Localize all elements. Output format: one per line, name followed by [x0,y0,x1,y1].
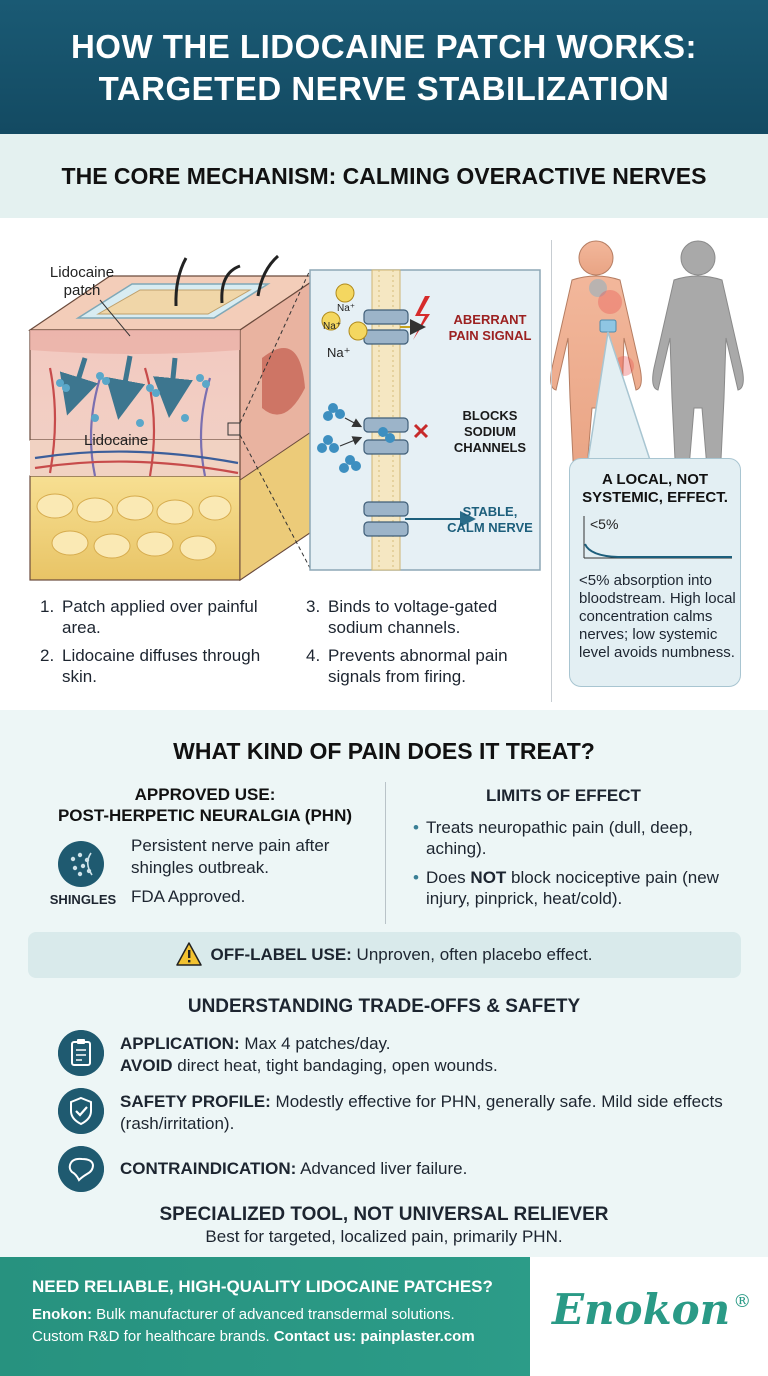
aberrant-signal-label: ABERRANT PAIN SIGNAL [448,312,532,343]
steps-right: 3. Binds to voltage-gated sodium channel… [306,596,546,694]
mechanism-title-band: THE CORE MECHANISM: CALMING OVERACTIVE N… [0,134,768,218]
sodium-ion-label: Na⁺ [323,321,342,332]
logo-area: Enokon® [530,1257,768,1376]
limits-title: LIMITS OF EFFECT [486,786,641,805]
mechanism-title: THE CORE MECHANISM: CALMING OVERACTIVE N… [61,163,707,189]
step-item: 4. Prevents abnormal pain signals from f… [306,646,508,686]
specialized-tool-subtitle: Best for targeted, localized pain, prima… [205,1227,563,1246]
shingles-icon [58,841,104,887]
body-figures [550,240,744,481]
sodium-ion-label: Na⁺ [327,345,351,360]
page-title: HOW THE LIDOCAINE PATCH WORKS: TARGETED … [70,28,698,107]
step-item: 3. Binds to voltage-gated sodium channel… [306,597,498,637]
pain-divider [385,782,386,924]
liver-icon [58,1146,104,1192]
step-item: 1. Patch applied over painful area. [40,597,258,637]
off-label-banner: OFF-LABEL USE: Unproven, often placebo e… [28,932,741,978]
pain-section: WHAT KIND OF PAIN DOES IT TREAT? APPROVE… [0,710,768,1257]
shingles-label: SHINGLES [49,892,117,907]
local-effect-title: A LOCAL, NOT SYSTEMIC, EFFECT. [582,471,728,506]
footer-text: Enokon: Bulk manufacturer of advanced tr… [32,1306,475,1345]
footer-title: NEED RELIABLE, HIGH-QUALITY LIDOCAINE PA… [32,1277,493,1296]
mechanism-illustration [28,240,744,582]
mechanism-divider [551,240,552,702]
approved-use-description: Persistent nerve pain after shingles out… [131,836,330,877]
tradeoffs-title: UNDERSTANDING TRADE-OFFS & SAFETY [187,996,581,1017]
local-effect-callout: A LOCAL, NOT SYSTEMIC, EFFECT. <5% <5% a… [569,458,741,687]
footer-banner: NEED RELIABLE, HIGH-QUALITY LIDOCAINE PA… [0,1257,768,1376]
shield-check-icon [58,1088,104,1134]
nerve-zoom-panel [309,269,541,571]
skin-block [28,254,322,582]
absorption-curve-icon [583,516,732,559]
stable-nerve-label: STABLE, CALM NERVE [447,504,533,535]
limits-list: • Treats neuropathic pain (dull, deep, a… [413,817,743,917]
blocks-channels-label: BLOCKS SODIUM CHANNELS [453,408,527,455]
clipboard-icon [58,1030,104,1076]
page-header: HOW THE LIDOCAINE PATCH WORKS: TARGETED … [0,0,768,134]
patch-label: Lidocaine patch [49,264,115,299]
specialized-tool-title: SPECIALIZED TOOL, NOT UNIVERSAL RELIEVER [159,1204,609,1225]
list-item: • Does NOT block nociceptive pain (new i… [413,868,719,908]
sodium-ion-label: Na⁺ [337,303,356,314]
skin-lidocaine-label: Lidocaine [84,432,149,449]
list-item: • Treats neuropathic pain (dull, deep, a… [413,818,693,858]
enokon-logo: Enokon® [552,1285,752,1334]
warning-icon [176,941,203,966]
mechanism-section: Lidocaine patch Lidocaine Na⁺ Na⁺ Na⁺ AB… [0,218,768,710]
pain-title: WHAT KIND OF PAIN DOES IT TREAT? [173,738,595,764]
fda-approved-text: FDA Approved. [131,887,246,906]
step-item: 2. Lidocaine diffuses through skin. [40,646,261,686]
contact-link[interactable]: Contact us: painplaster.com [273,1328,475,1345]
steps-left: 1. Patch applied over painful area. 2. L… [40,596,265,694]
absorption-percent: <5% [590,516,619,532]
approved-use-title: APPROVED USE: POST-HERPETIC NEURALGIA (P… [57,785,353,825]
local-effect-body: <5% absorption into bloodstream. High lo… [579,572,736,661]
